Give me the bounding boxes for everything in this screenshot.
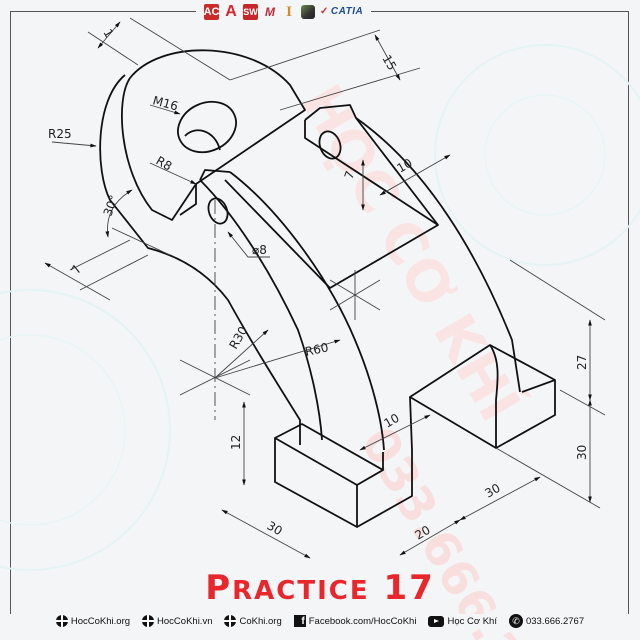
globe-icon [55,615,68,627]
dim-top-width: 15 [379,53,399,73]
dim-base-height: 12 [229,435,243,450]
creo-cube-logo [301,5,315,19]
mastercam-logo: M [265,5,275,19]
dim-base-left: 30 [265,518,285,538]
dim-r25: R25 [48,127,72,141]
part-outline [99,49,556,528]
dim-rib-top: 10 [395,156,415,176]
footer-link-hoccokhi-vn[interactable]: HocCoKhi.vn [139,615,216,627]
catia-logo: ✓CATIA [320,6,364,17]
footer-link-cokhi-org[interactable]: CoKhi.org [221,615,285,627]
software-logo-bar: AC A SW M I ✓CATIA [196,1,372,23]
autodesk-a-logo: A [225,3,237,20]
autocad-logo: AC [203,4,220,20]
dim-r8: R8 [154,153,175,173]
phone-icon: ✆ [508,614,523,628]
dim-r30: R30 [226,324,250,351]
dim-m16: M16 [151,93,179,113]
dim-hole-diameter: ⌀8 [252,243,267,257]
inventor-logo: I [286,4,292,20]
dim-r60: R60 [304,340,330,359]
footer-link-hoccokhi-org[interactable]: HocCoKhi.org [52,615,134,627]
footer-phone[interactable]: ✆033.666.2767 [505,614,588,628]
facebook-icon: f [293,615,306,627]
dim-lug-height: 7 [342,169,358,181]
solidworks-logo: SW [243,4,258,20]
globe-icon [224,615,237,627]
dimension-lines [44,17,606,559]
dim-angle: 30° [101,193,121,218]
footer-link-youtube[interactable]: Học Cơ Khí [425,615,500,627]
dim-lower-height: 30 [575,445,589,460]
dim-top-thickness: 1 [100,27,116,41]
practice-title: PRACTICE 17 [205,568,435,608]
youtube-icon [428,615,445,627]
dim-left-offset: 7 [68,263,84,277]
dim-upper-height: 27 [575,355,589,370]
globe-icon [142,615,155,627]
dim-rib-bottom: 10 [382,411,402,431]
dim-base-right: 30 [483,481,503,501]
dim-base-gap: 20 [413,523,433,543]
dimension-labels: 1 M16 R25 R8 30° 7 ⌀8 15 7 10 R30 R60 10… [48,27,589,543]
